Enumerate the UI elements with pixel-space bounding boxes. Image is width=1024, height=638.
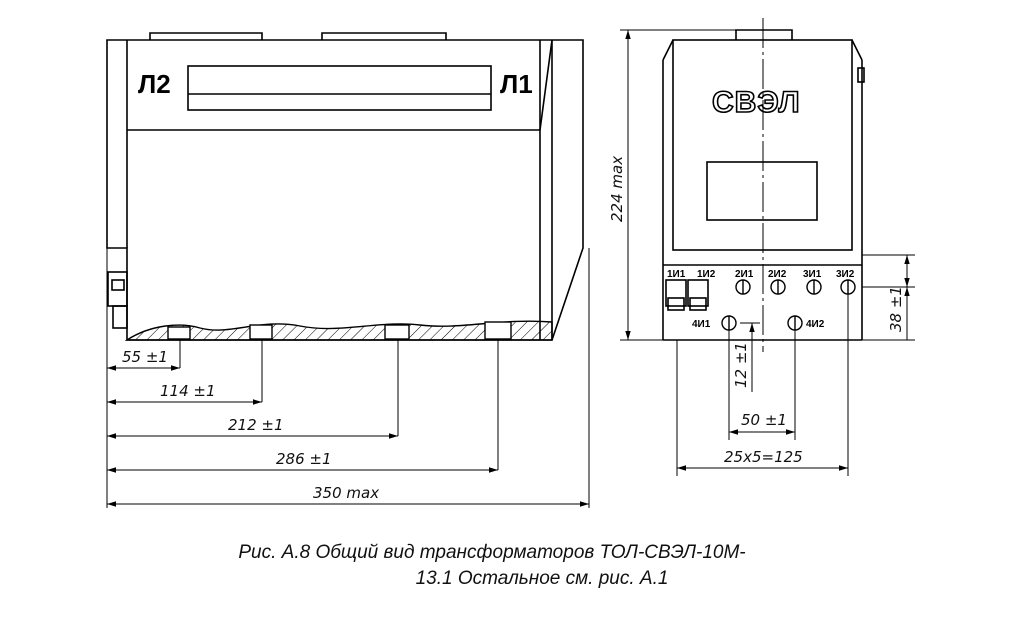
terminal-3i1: 3И1 [803, 269, 822, 280]
label-l1: Л1 [500, 69, 533, 99]
caption-line-2: 13.1 Остальное см. рис. А.1 [415, 568, 669, 589]
transformer-drawing: Л2 Л1 55 ±1 114 ±1 212 ±1 286 ±1 350 max [106, 18, 915, 508]
terminal-4i1: 4И1 [692, 319, 711, 330]
dim-55: 55 ±1 [122, 348, 168, 366]
front-base-hatch [124, 320, 553, 341]
base-nuts [167, 321, 512, 340]
side-dimensions [620, 29, 915, 476]
front-dimensions [106, 248, 590, 508]
dim-50: 50 ±1 [741, 411, 787, 429]
logo-svel: СВЭЛ [712, 86, 801, 119]
dim-286: 286 ±1 [276, 450, 332, 468]
dim-38: 38 ±1 [887, 286, 905, 332]
terminal-1i2: 1И2 [697, 269, 716, 280]
terminal-studs [721, 279, 856, 331]
caption-line-1: Рис. А.8 Общий вид трансформаторов ТОЛ-С… [238, 542, 746, 563]
terminal-2i1: 2И1 [735, 269, 754, 280]
dim-350: 350 max [313, 484, 379, 502]
terminal-2i2: 2И2 [768, 269, 787, 280]
dim-12: 12 ±1 [732, 342, 750, 388]
label-l2: Л2 [138, 69, 171, 99]
terminal-4i2: 4И2 [806, 319, 825, 330]
dim-125: 25x5=125 [724, 448, 803, 466]
dim-224: 224 max [608, 156, 626, 222]
terminal-1i1: 1И1 [667, 269, 686, 280]
terminal-3i2: 3И2 [836, 269, 855, 280]
dim-114: 114 ±1 [160, 382, 216, 400]
dim-212: 212 ±1 [228, 416, 284, 434]
